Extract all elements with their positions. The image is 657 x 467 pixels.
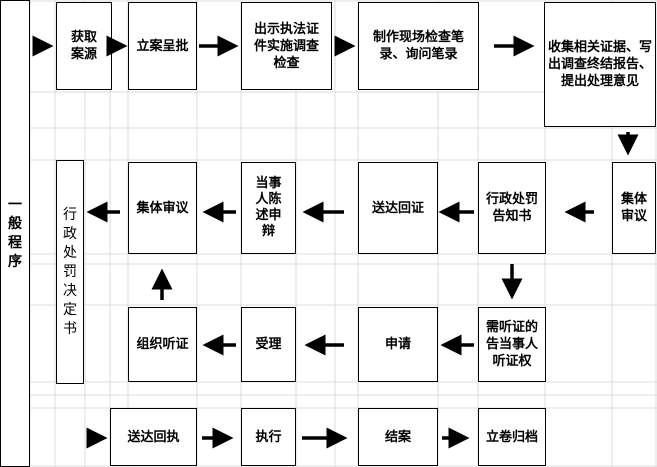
node-file-case: 立案呈批 [128,2,197,90]
node-execute: 执行 [241,408,296,466]
node-application: 申请 [358,307,438,382]
node-delivery-receipt-2: 送达回执 [110,408,197,466]
node-show-cert: 出示执法证件实施调查检查 [241,2,332,90]
process-label: 一般程序 [8,196,22,270]
node-party-defense: 当事人陈述申辩 [241,162,296,254]
process-label-box: 一般程序 [0,0,30,467]
node-acceptance: 受理 [241,307,296,382]
node-hearing-notice: 需听证的告当事人听证权 [478,307,546,382]
node-decision: 行政处罚决定书 [56,160,84,384]
node-delivery-receipt: 送达回证 [358,162,438,254]
node-make-record: 制作现场检查笔录、询问笔录 [358,2,479,90]
node-collective-review-2: 集体审议 [128,162,197,254]
node-organize-hearing: 组织听证 [128,307,197,382]
node-archive: 立卷归档 [478,408,546,466]
node-close-case: 结案 [358,408,438,466]
node-collective-review-1: 集体审议 [612,162,656,254]
node-notice: 行政处罚告知书 [478,162,546,254]
node-collect-evidence: 收集相关证据、写出调查终结报告、提出处理意见 [544,2,656,127]
node-source: 获取案源 [56,2,112,90]
